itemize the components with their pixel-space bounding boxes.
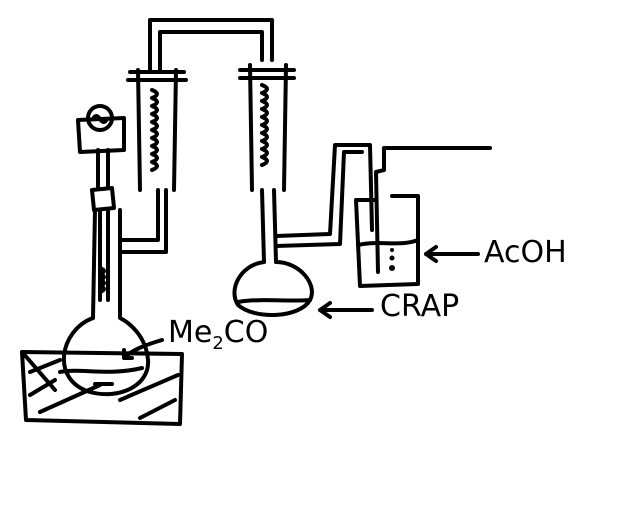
- inner-coil: [98, 266, 106, 294]
- condenser-2-coil: [260, 83, 269, 167]
- ac-wave-icon: [91, 114, 109, 124]
- condenser-1: [126, 38, 188, 192]
- arrow-me2co: [122, 338, 164, 360]
- left-flask-liquid: [58, 366, 144, 386]
- trap-liquid: [356, 238, 420, 247]
- arrow-acoh: [424, 245, 480, 263]
- stopper: [90, 186, 116, 212]
- gas-trap: [354, 194, 420, 288]
- inner-tube: [96, 148, 110, 302]
- condenser-2: [238, 63, 296, 192]
- receiving-flask: [232, 260, 314, 317]
- label-acetone-main: Me: [168, 315, 213, 350]
- trap-inlet: [374, 146, 492, 274]
- trap-tube: [274, 143, 374, 248]
- side-arm: [118, 188, 168, 254]
- left-flask: [62, 208, 151, 397]
- condenser-2-outlet: [260, 188, 278, 264]
- bath-hatching: [20, 350, 180, 420]
- label-acetone-tail: CO: [223, 315, 269, 350]
- arrow-crap: [318, 301, 374, 319]
- label-acetone-sub: 2: [212, 333, 224, 354]
- bridge-tube: [148, 18, 274, 62]
- label-acetic-acid: AcOH: [484, 235, 567, 270]
- heater-box: [76, 116, 126, 154]
- ac-power-icon: [86, 104, 114, 132]
- receiving-flask-liquid: [236, 298, 312, 304]
- label-acetone: Me2CO: [168, 318, 268, 353]
- heating-bath: [20, 350, 184, 426]
- label-crap: CRAP: [380, 289, 460, 324]
- condenser-1-coil: [150, 88, 159, 172]
